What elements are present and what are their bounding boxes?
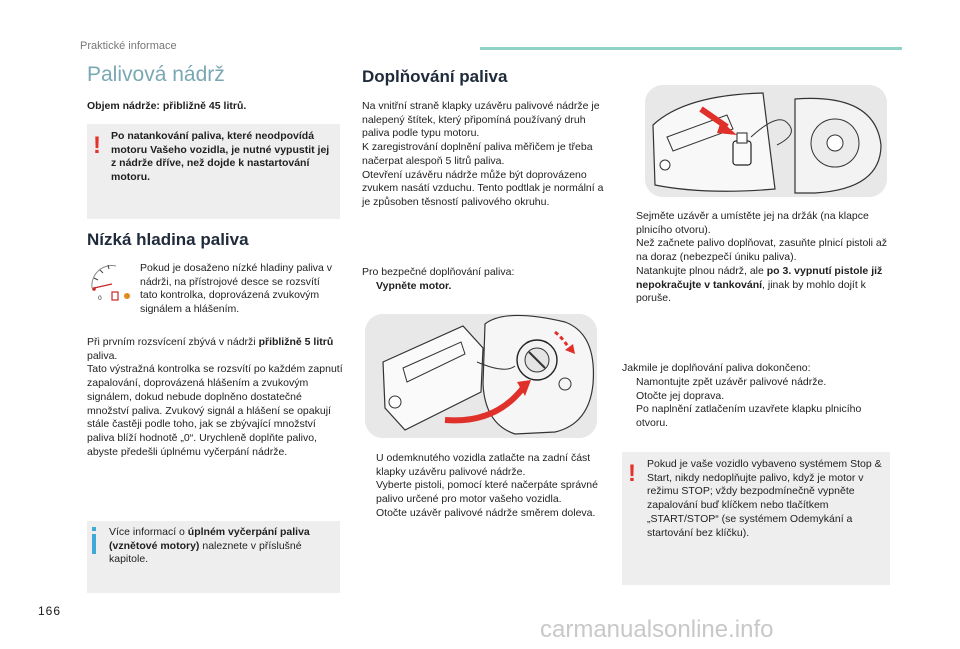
stop-start-warning-text: Pokud je vaše vozidlo vybaveno systémem … bbox=[647, 458, 882, 539]
info-text: Více informací o úplném vyčerpání paliva… bbox=[109, 526, 331, 567]
safety-item: Vypněte motor. bbox=[362, 280, 607, 294]
fuel-warning-icon: 0 bbox=[86, 258, 136, 308]
capacity-text: Objem nádrže: přibližně 45 litrů. bbox=[87, 100, 247, 112]
warning-icon: ! bbox=[93, 132, 101, 159]
remaining-fuel-details: Tato výstražná kontrolka se rozsvítí po … bbox=[87, 363, 343, 458]
bullet-marker bbox=[622, 237, 636, 264]
info-bar-icon bbox=[92, 534, 96, 554]
step-text: Otočte jej doprava. bbox=[636, 389, 725, 402]
remaining-fuel-text: Při prvním rozsvícení zbývá v nádrži při… bbox=[87, 336, 345, 459]
step-text: Sejměte uzávěr a umístěte jej na držák (… bbox=[636, 210, 869, 236]
bullet-marker bbox=[622, 265, 636, 306]
step-text: Otočte uzávěr palivové nádrže směrem dol… bbox=[376, 506, 596, 519]
low-level-text: Pokud je dosaženo nízké hladiny paliva v… bbox=[140, 262, 333, 316]
right-steps-1: Sejměte uzávěr a umístěte jej na držák (… bbox=[622, 210, 887, 306]
right-step: Než začnete palivo doplňovat, zasuňte pl… bbox=[622, 237, 887, 264]
remaining-fuel-post: paliva. bbox=[87, 349, 118, 362]
right-steps-2: Namontujte zpět uzávěr palivové nádrže. … bbox=[622, 376, 887, 431]
refuel-intro: Na vnitřní straně klapky uzávěru palivov… bbox=[362, 100, 604, 208]
middle-step: Otočte uzávěr palivové nádrže směrem dol… bbox=[362, 507, 607, 521]
info-post: naleznete v příslušné kapitole. bbox=[109, 539, 302, 566]
bullet-marker bbox=[362, 452, 376, 479]
step-post: , jinak by mohlo dojít k poruše. bbox=[636, 278, 866, 305]
fuel-flap-illustration bbox=[365, 314, 597, 438]
refuel-title: Doplňování paliva bbox=[362, 67, 508, 86]
bullet-marker bbox=[622, 390, 636, 404]
safety-bold: Vypněte motor. bbox=[376, 280, 452, 292]
bullet-marker bbox=[622, 210, 636, 237]
bullet-marker bbox=[622, 403, 636, 430]
remaining-fuel-bold: přibližně 5 litrů bbox=[258, 336, 334, 348]
warning-text: Po natankování paliva, které neodpovídá … bbox=[111, 130, 330, 184]
fuel-cap-illustration bbox=[645, 85, 887, 197]
right-step: Namontujte zpět uzávěr palivové nádrže. bbox=[622, 376, 887, 390]
warning-box: ! Po natankování paliva, které neodpovíd… bbox=[87, 124, 340, 219]
step-text: U odemknutého vozidla zatlačte na zadní … bbox=[376, 452, 591, 478]
step-text: Natankujte plnou nádrž, ale bbox=[636, 264, 767, 277]
right-step: Natankujte plnou nádrž, ale po 3. vypnut… bbox=[622, 265, 887, 306]
stop-start-warning-box: ! Pokud je vaše vozidlo vybaveno systéme… bbox=[622, 452, 890, 585]
page-number: 166 bbox=[38, 604, 62, 618]
remaining-fuel-pre: Při prvním rozsvícení zbývá v nádrži bbox=[87, 336, 259, 348]
right-step: Sejměte uzávěr a umístěte jej na držák (… bbox=[622, 210, 887, 237]
low-level-title: Nízká hladina paliva bbox=[87, 230, 249, 249]
page-title: Palivová nádrž bbox=[87, 63, 225, 86]
bullet-marker bbox=[622, 376, 636, 390]
right-step: Po naplnění zatlačením uzavřete klapku p… bbox=[622, 403, 887, 430]
safety-label: Pro bezpečné doplňování paliva: bbox=[362, 266, 515, 278]
step-text: Vyberte pistoli, pomocí které načerpáte … bbox=[376, 479, 598, 506]
header-accent-line bbox=[480, 47, 902, 50]
watermark-text: carmanualsonline.info bbox=[540, 616, 774, 643]
bullet-marker bbox=[362, 479, 376, 506]
section-header: Praktické informace bbox=[80, 40, 177, 52]
bullet-marker bbox=[362, 280, 376, 294]
info-pre: Více informací o bbox=[109, 526, 188, 538]
middle-step: Vyberte pistoli, pomocí které načerpáte … bbox=[362, 479, 607, 506]
after-label: Jakmile je doplňování paliva dokončeno: bbox=[622, 362, 811, 374]
info-dot-icon bbox=[92, 527, 96, 531]
warning-icon: ! bbox=[628, 460, 636, 487]
step-text: Po naplnění zatlačením uzavřete klapku p… bbox=[636, 403, 862, 430]
step-text: Než začnete palivo doplňovat, zasuňte pl… bbox=[636, 237, 887, 264]
middle-steps: U odemknutého vozidla zatlačte na zadní … bbox=[362, 452, 607, 521]
info-bold: úplném vyčerpání paliva (vznětové motory… bbox=[109, 526, 310, 552]
svg-text:0: 0 bbox=[98, 295, 102, 302]
step-text: Namontujte zpět uzávěr palivové nádrže. bbox=[636, 376, 827, 388]
info-box: Více informací o úplném vyčerpání paliva… bbox=[87, 521, 340, 593]
right-step: Otočte jej doprava. bbox=[622, 390, 887, 404]
bullet-marker bbox=[362, 507, 376, 521]
step-bold: po 3. vypnutí pistole již nepokračujte v… bbox=[636, 264, 883, 291]
middle-step: U odemknutého vozidla zatlačte na zadní … bbox=[362, 452, 607, 479]
